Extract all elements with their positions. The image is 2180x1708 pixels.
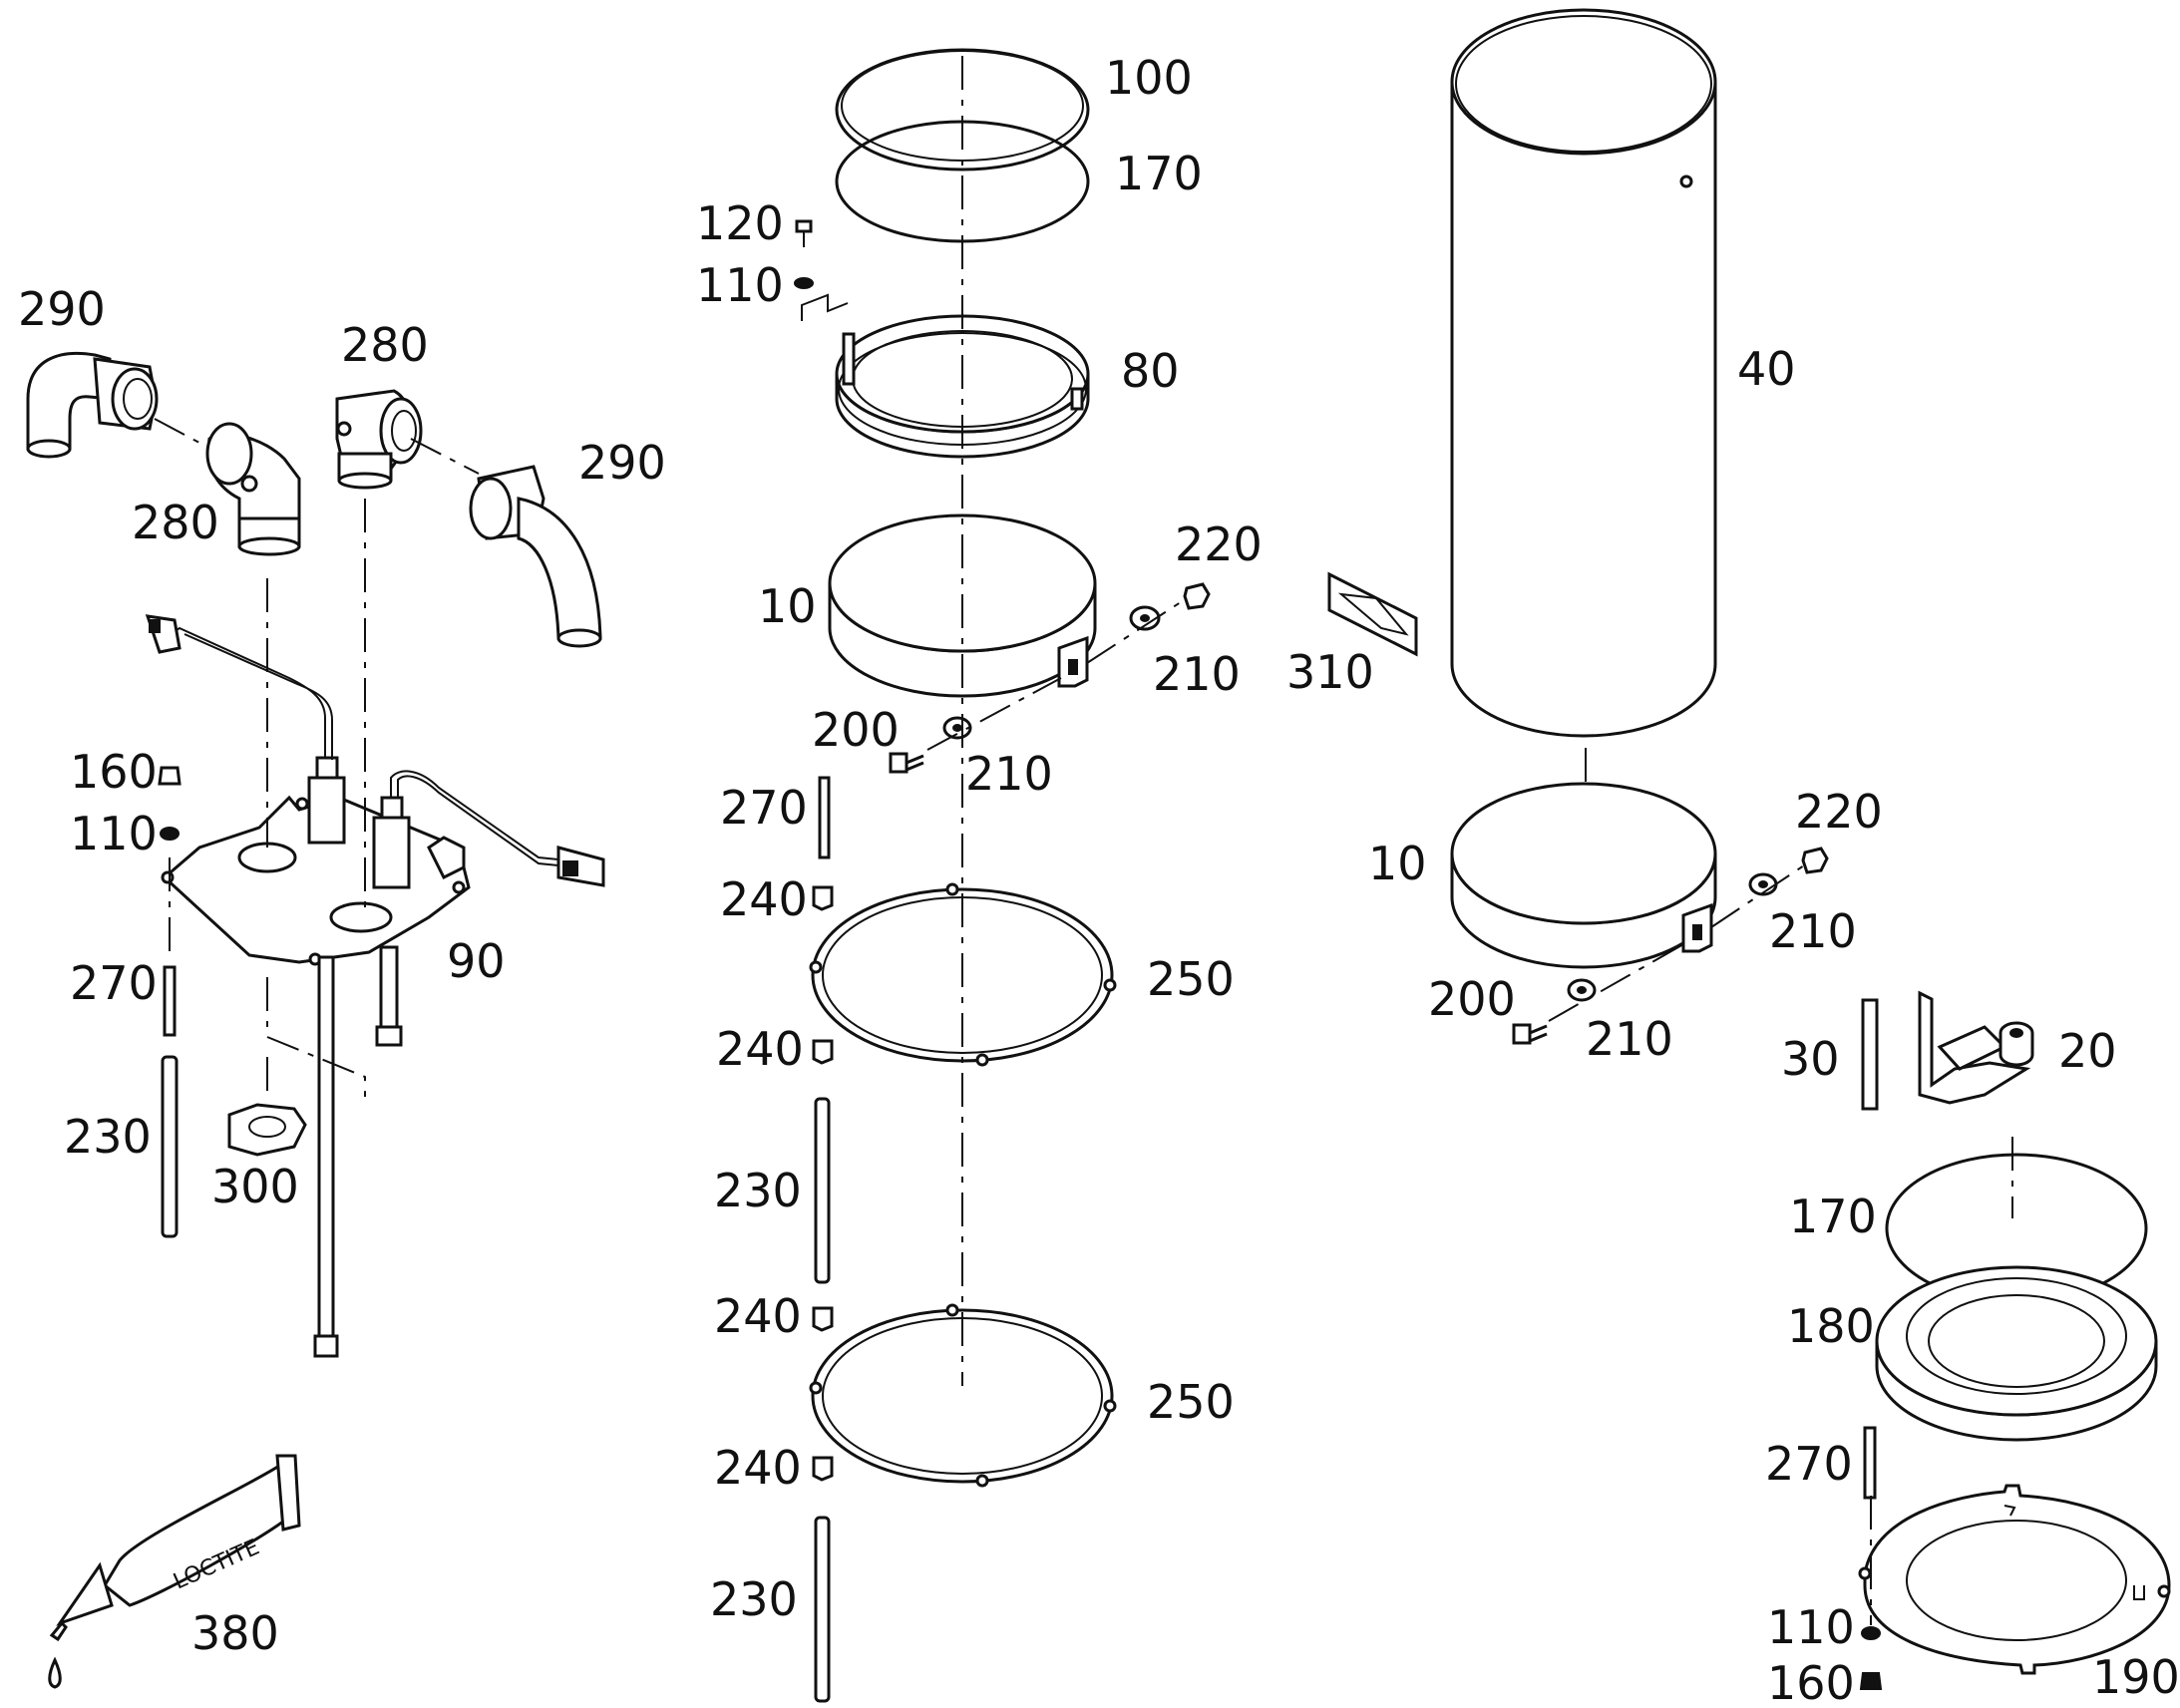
- label-plate-310: [1327, 571, 1418, 657]
- pin-270-left: [163, 965, 177, 1037]
- label-170: 170: [1115, 147, 1203, 200]
- nut-220-top: [1183, 582, 1211, 610]
- label-270: 270: [70, 956, 158, 1010]
- label-30: 30: [1781, 1032, 1840, 1086]
- washer-210-lower-right: [1748, 872, 1778, 896]
- label-310: 310: [1286, 645, 1374, 699]
- sensor-cable-left: [164, 626, 326, 758]
- label-280: 280: [132, 496, 219, 549]
- elbow-fitting-280-right: [335, 389, 423, 490]
- washer-110-right: [1861, 1626, 1881, 1640]
- label-110: 110: [696, 258, 784, 312]
- label-100: 100: [1105, 51, 1193, 105]
- clamp-band-10-bottom: [1450, 782, 1717, 969]
- bracket-20: [1918, 990, 2034, 1105]
- label-210: 210: [1153, 647, 1241, 701]
- label-290: 290: [18, 282, 106, 336]
- nut-160-left: [158, 766, 182, 786]
- label-240: 240: [714, 1441, 802, 1495]
- label-180: 180: [1787, 1299, 1875, 1353]
- label-110: 110: [70, 807, 158, 860]
- grub-screw-240-b: [812, 1039, 834, 1065]
- rod-230-left: [161, 1055, 179, 1238]
- bar-30: [1861, 998, 1879, 1111]
- nut-160-right: [1859, 1672, 1883, 1690]
- label-160: 160: [70, 745, 158, 799]
- grub-screw-240-c: [812, 1306, 834, 1332]
- label-230: 230: [714, 1164, 802, 1217]
- screw-200-top: [889, 752, 924, 774]
- washer-210-right: [1129, 605, 1161, 631]
- ring-190: [1858, 1484, 2171, 1675]
- ring-180: [1875, 1265, 2158, 1442]
- label-220: 220: [1175, 517, 1263, 571]
- label-380: 380: [191, 1606, 279, 1660]
- screw-200-bottom: [1512, 1023, 1548, 1045]
- label-300: 300: [211, 1160, 299, 1213]
- elbow-pipe-290-right: [469, 465, 602, 648]
- sensor-cable-right: [390, 770, 559, 860]
- label-80: 80: [1121, 344, 1180, 398]
- label-110: 110: [1767, 1600, 1855, 1654]
- hidden-line-120: [801, 293, 849, 321]
- label-20: 20: [2058, 1024, 2117, 1078]
- washer-210-lower-left: [1567, 978, 1597, 1002]
- grub-screw-240-d: [812, 1456, 834, 1482]
- grub-screw-240-a: [812, 885, 834, 911]
- pin-270-right: [1863, 1426, 1877, 1500]
- label-160: 160: [1767, 1656, 1855, 1708]
- label-250: 250: [1147, 952, 1235, 1006]
- rod-230-center-top: [814, 1097, 831, 1284]
- label-200: 200: [812, 703, 900, 757]
- washer-110-top: [794, 277, 814, 289]
- label-40: 40: [1737, 342, 1796, 396]
- pin-270-center: [818, 776, 831, 859]
- label-240: 240: [716, 1022, 804, 1076]
- label-230: 230: [710, 1572, 798, 1626]
- connector-plug-right: [556, 846, 605, 887]
- label-250: 250: [1147, 1375, 1235, 1429]
- screw-120: [795, 219, 813, 247]
- left-axis-c: [266, 977, 366, 1097]
- label-280: 280: [341, 318, 429, 372]
- label-240: 240: [720, 872, 808, 926]
- lock-nut-300: [227, 1103, 307, 1157]
- elbow-pipe-290-left: [26, 351, 159, 459]
- label-230: 230: [64, 1110, 152, 1164]
- label-170: 170: [1789, 1190, 1877, 1243]
- cylinder-40: [1450, 8, 1717, 738]
- label-270: 270: [720, 781, 808, 835]
- label-270: 270: [1765, 1437, 1853, 1491]
- mounting-plate-90: [161, 756, 471, 1358]
- label-210: 210: [1769, 904, 1857, 958]
- label-200: 200: [1428, 972, 1516, 1026]
- connector-plug-left: [145, 614, 182, 654]
- label-190: 190: [2092, 1650, 2180, 1704]
- label-10: 10: [1368, 837, 1427, 890]
- label-210: 210: [965, 747, 1053, 801]
- label-240: 240: [714, 1289, 802, 1343]
- label-210: 210: [1586, 1012, 1673, 1066]
- label-120: 120: [696, 196, 784, 250]
- label-290: 290: [578, 436, 666, 490]
- label-90: 90: [447, 934, 506, 988]
- rod-230-center-bottom: [814, 1516, 831, 1703]
- washer-110-left: [160, 827, 180, 841]
- label-10: 10: [758, 579, 817, 633]
- nut-220-bottom: [1801, 847, 1829, 874]
- elbow-fitting-280-left: [205, 422, 301, 556]
- label-220: 220: [1795, 785, 1883, 839]
